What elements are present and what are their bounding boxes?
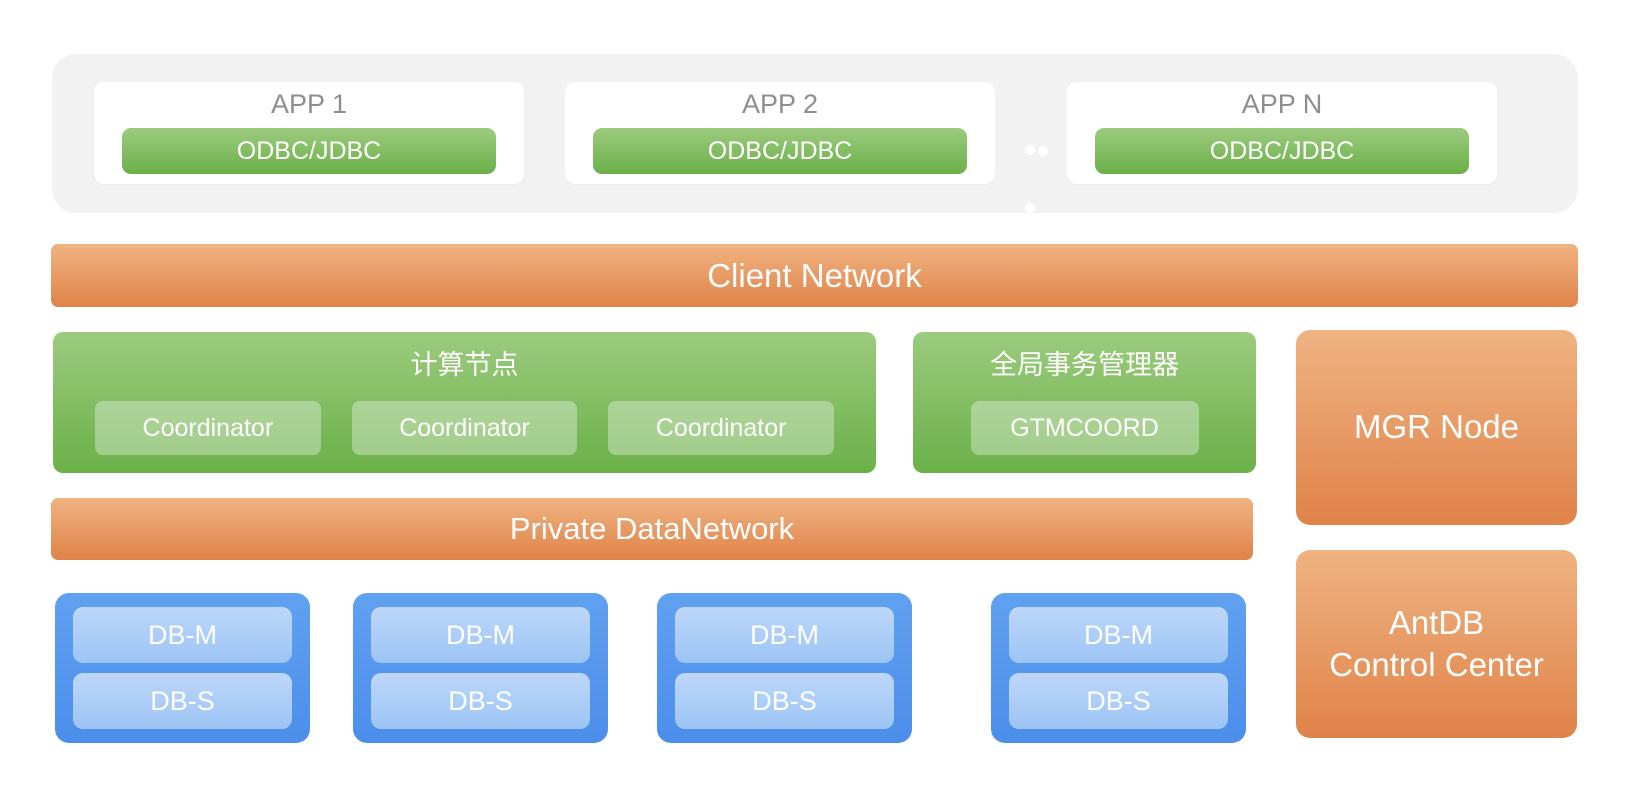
db-master-node: DB-M (1009, 607, 1228, 663)
compute-node-group: 计算节点 Coordinator Coordinator Coordinator (53, 332, 876, 473)
ellipsis-dot (1038, 146, 1048, 156)
app-label: APP N (1241, 89, 1323, 119)
control-center-line2: Control Center (1329, 646, 1544, 683)
coordinator-row: Coordinator Coordinator Coordinator (95, 401, 835, 455)
app-card-n: APP N ODBC/JDBC (1067, 82, 1497, 184)
coordinator-node: Coordinator (95, 401, 321, 455)
gtmcoord-node: GTMCOORD (970, 401, 1199, 455)
private-data-network-bar: Private DataNetwork (51, 498, 1253, 560)
db-master-node: DB-M (371, 607, 590, 663)
ellipsis-dot (1025, 145, 1035, 155)
antdb-control-center-box: AntDB Control Center (1296, 550, 1577, 738)
gtm-group: 全局事务管理器 GTMCOORD (913, 332, 1256, 473)
application-layer-band: APP 1 ODBC/JDBC APP 2 ODBC/JDBC APP N OD… (52, 54, 1578, 213)
db-shard-group-3: DB-M DB-S (657, 593, 912, 743)
db-standby-node: DB-S (371, 673, 590, 729)
db-shard-group-2: DB-M DB-S (353, 593, 608, 743)
app-label: APP 2 (741, 89, 819, 119)
app-card-2: APP 2 ODBC/JDBC (565, 82, 995, 184)
odbc-jdbc-connector: ODBC/JDBC (593, 128, 967, 174)
db-master-node: DB-M (675, 607, 894, 663)
coordinator-node: Coordinator (351, 401, 578, 455)
db-standby-node: DB-S (675, 673, 894, 729)
db-master-node: DB-M (73, 607, 292, 663)
compute-node-title: 计算节点 (410, 350, 519, 380)
db-shard-group-1: DB-M DB-S (55, 593, 310, 743)
app-label: APP 1 (270, 89, 348, 119)
mgr-node-box: MGR Node (1296, 330, 1577, 525)
client-network-bar: Client Network (51, 244, 1578, 307)
db-standby-node: DB-S (73, 673, 292, 729)
control-center-line1: AntDB (1388, 603, 1485, 641)
db-shard-group-4: DB-M DB-S (991, 593, 1246, 743)
ellipsis-dot (1025, 203, 1035, 213)
app-card-1: APP 1 ODBC/JDBC (94, 82, 524, 184)
gtm-title: 全局事务管理器 (990, 350, 1179, 380)
odbc-jdbc-connector: ODBC/JDBC (1095, 128, 1469, 174)
coordinator-node: Coordinator (608, 401, 835, 455)
db-standby-node: DB-S (1009, 673, 1228, 729)
odbc-jdbc-connector: ODBC/JDBC (122, 128, 496, 174)
